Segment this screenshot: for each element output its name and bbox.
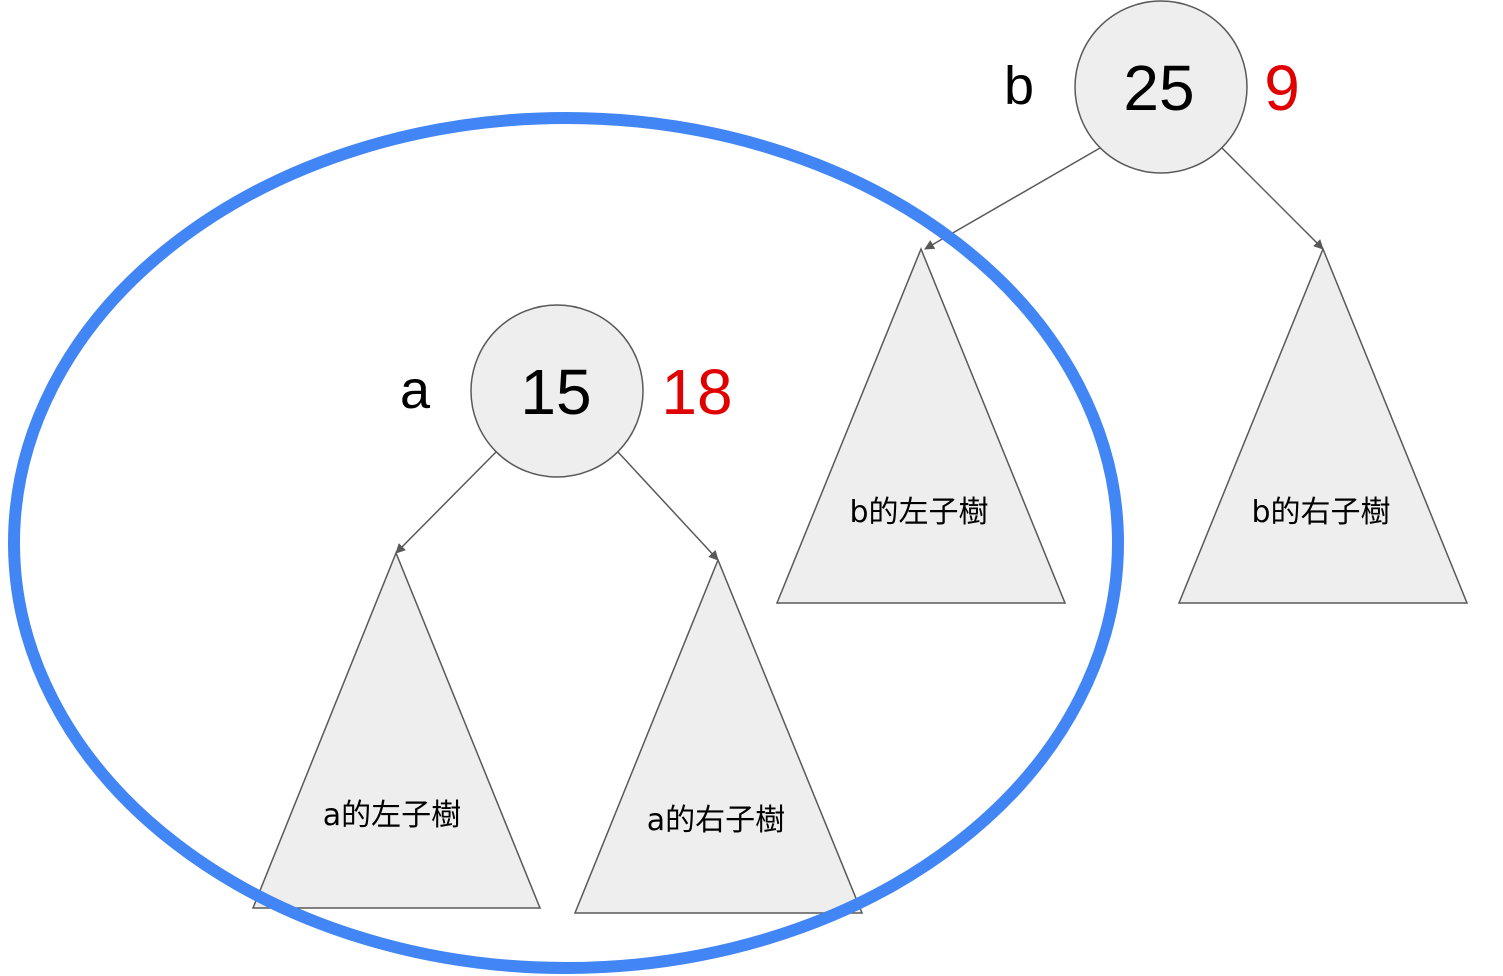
highlight-ring — [8, 112, 1124, 974]
a-left-subtree-label: a的左子樹 — [323, 798, 461, 833]
node-b-circle — [1074, 0, 1248, 174]
edge-b-to-b-left-subtree — [924, 147, 1101, 250]
a-right-subtree-triangle — [573, 558, 864, 914]
node-b-count: 9 — [1264, 52, 1300, 124]
node-a-value: 15 — [520, 356, 591, 428]
node-a-count: 18 — [661, 356, 732, 428]
b-left-subtree-label: b的左子樹 — [849, 495, 988, 530]
edge-a-to-a-left-subtree — [395, 451, 497, 554]
edge-a-to-a-right-subtree — [617, 451, 719, 561]
a-right-subtree-label: a的右子樹 — [647, 803, 785, 838]
b-right-subtree-label: b的右子樹 — [1251, 495, 1390, 530]
node-a-label: a — [400, 360, 431, 420]
node-a-circle — [470, 304, 644, 478]
edge-b-to-b-right-subtree — [1221, 147, 1324, 250]
b-left-subtree-triangle — [775, 247, 1067, 604]
node-b-value: 25 — [1123, 52, 1194, 124]
node-b-label: b — [1004, 56, 1034, 116]
a-left-subtree-triangle — [251, 550, 542, 909]
b-right-subtree-triangle — [1177, 247, 1469, 604]
